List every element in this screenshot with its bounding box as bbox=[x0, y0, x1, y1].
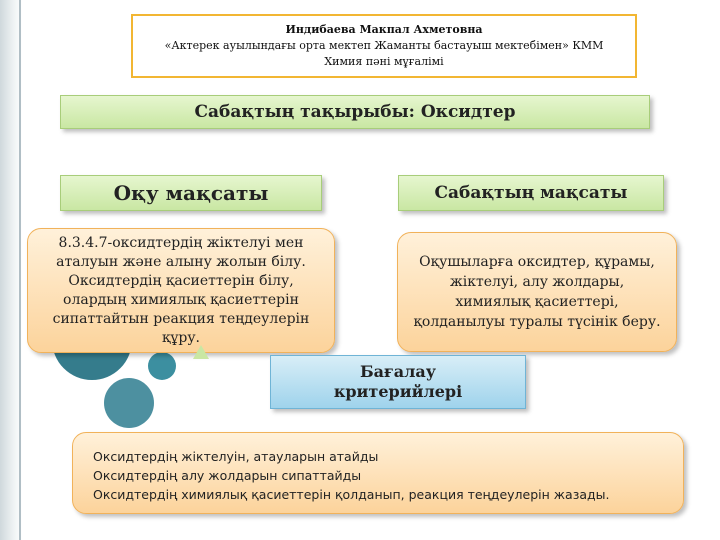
study-objective-text: 8.3.4.7-оксидтердің жіктелуі мен аталуын… bbox=[27, 228, 335, 353]
connector-arrow bbox=[193, 345, 209, 359]
assessment-criteria-label: Бағалау критерийлері bbox=[270, 355, 526, 409]
assessment-label-line2: критерийлері bbox=[333, 382, 463, 401]
decor-circle bbox=[148, 352, 176, 380]
lesson-topic: Сабақтың тақырыбы: Оксидтер bbox=[60, 95, 650, 129]
criteria-item: Оксидтердің жіктелуін, атауларын атайды bbox=[93, 449, 379, 464]
assessment-label-line1: Бағалау bbox=[359, 362, 437, 381]
criteria-item: Оксидтердің химиялық қасиеттерін қолданы… bbox=[93, 487, 610, 502]
decor-circle bbox=[104, 378, 154, 428]
school-name: «Актерек ауылындағы орта мектеп Жаманты … bbox=[164, 39, 604, 52]
criteria-list: Оксидтердің жіктелуін, атауларын атайды … bbox=[72, 432, 684, 514]
lesson-objective-text: Оқушыларға оксидтер, құрамы, жіктелуі, а… bbox=[397, 232, 677, 352]
study-objective-label: Оқу мақсаты bbox=[60, 175, 322, 211]
criteria-item: Оксидтердің алу жолдарын сипаттайды bbox=[93, 468, 362, 483]
lesson-objective-label: Сабақтың мақсаты bbox=[398, 175, 664, 211]
teacher-role: Химия пәні мұғалімі bbox=[324, 55, 444, 68]
left-decor-strip bbox=[0, 0, 22, 540]
author-name: Индибаева Макпал Ахметовна bbox=[285, 23, 483, 36]
author-header: Индибаева Макпал Ахметовна «Актерек ауыл… bbox=[131, 14, 637, 78]
